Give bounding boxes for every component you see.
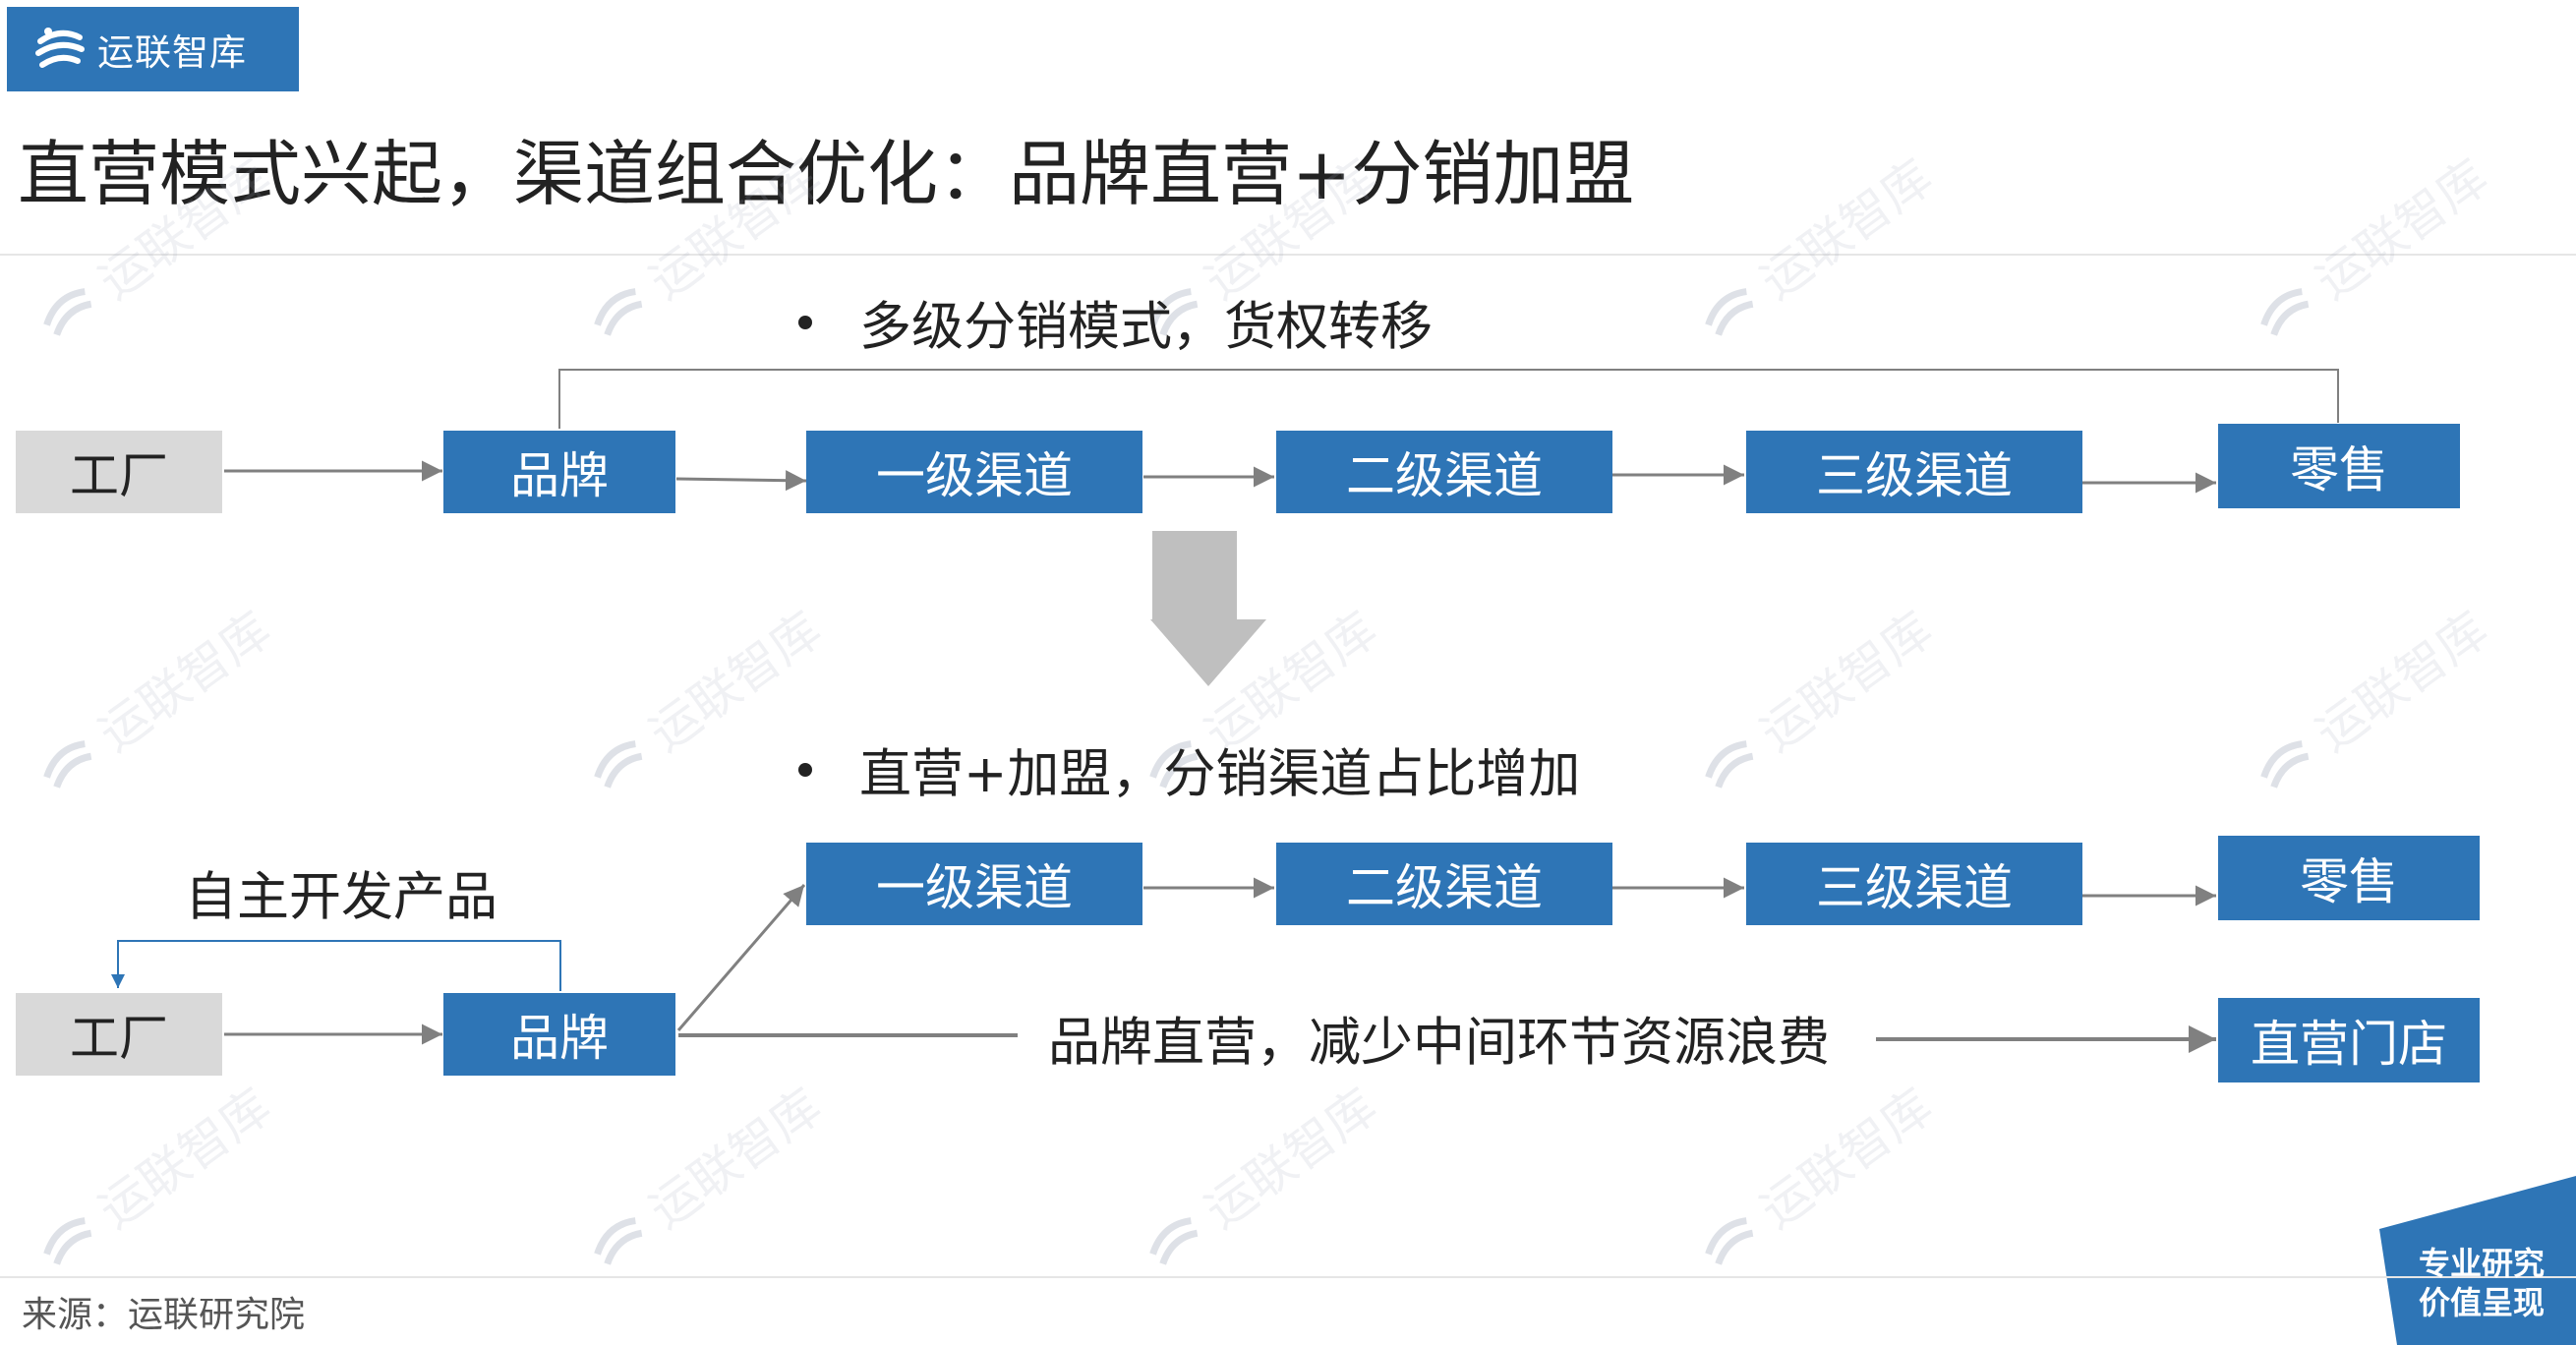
watermark: 运联智库 [19,140,283,359]
watermark-icon [594,1217,643,1265]
watermark-icon [1705,288,1754,336]
bottom-channel1-box: 一级渠道 [806,843,1142,925]
watermark-icon [1149,740,1199,789]
watermark-icon [43,288,92,336]
watermark: 运联智库 [1125,1069,1389,1288]
watermark-icon [2260,740,2310,789]
watermark: 运联智库 [569,140,834,359]
watermark: 运联智库 [1680,140,1945,359]
bottom-channel2-box: 二级渠道 [1276,843,1612,925]
logo-text: 运联智库 [97,31,247,74]
watermark-icon [1149,288,1199,336]
footer-divider [0,1276,2576,1278]
self-dev-loop [111,940,561,991]
direct-store-box: 直营门店 [2218,998,2480,1082]
bottom-factory-box: 工厂 [16,993,222,1076]
bullet-dot [798,763,812,777]
watermark-icon [594,288,643,336]
top-bullet: 多级分销模式，货权转移 [798,285,1433,360]
watermark-icon [1705,1217,1754,1265]
watermark: 运联智库 [2236,592,2500,811]
bottom-retail-box: 零售 [2218,836,2480,920]
watermark-icon [1705,740,1754,789]
top-factory-box: 工厂 [16,431,222,513]
watermark: 运联智库 [19,592,283,811]
watermark-icon [43,740,92,789]
page-title: 直营模式兴起，渠道组合优化：品牌直营+分销加盟 [18,133,1635,215]
self-dev-label: 自主开发产品 [185,867,498,927]
badge-line1: 专业研究 [2418,1245,2545,1282]
top-channel2-box: 二级渠道 [1276,431,1612,513]
watermark: 运联智库 [1680,1069,1945,1288]
watermark: 运联智库 [1680,592,1945,811]
transition-down-arrow [1150,531,1266,686]
logo-swirl-icon [35,28,85,68]
watermark: 运联智库 [1125,140,1389,359]
bottom-brand-box: 品牌 [443,993,675,1076]
arrow-brand-channel1-2 [676,884,806,1031]
watermark-icon [594,740,643,789]
logo: 运联智库 [7,7,299,91]
watermark: 运联智库 [2236,140,2500,359]
bullet-dot [798,316,812,329]
top-retail-box: 零售 [2218,424,2460,508]
watermark: 运联智库 [1125,592,1389,811]
watermark: 运联智库 [19,1069,283,1288]
top-bullet-text: 多级分销模式，货权转移 [859,297,1433,357]
top-channel3-box: 三级渠道 [1746,431,2082,513]
badge-line2: 价值呈现 [2418,1284,2545,1321]
watermark-icon [43,1217,92,1265]
bottom-channel3-box: 三级渠道 [1746,843,2082,925]
ownership-transfer-bracket [558,369,2339,429]
title-divider [0,254,2576,256]
source-note: 来源：运联研究院 [22,1295,306,1335]
slogan-badge: 专业研究 价值呈现 [2379,1221,2576,1345]
watermark: 运联智库 [569,1069,834,1288]
arrow-brand-channel1 [675,470,807,492]
bottom-bullet: 直营+加盟，分销渠道占比增加 [798,732,1580,807]
bottom-bullet-text: 直营+加盟，分销渠道占比增加 [859,744,1581,804]
watermark: 运联智库 [569,592,834,811]
watermark-icon [1149,1217,1199,1265]
watermark-icon [2260,288,2310,336]
badge-bg [2379,1176,2576,1345]
top-channel1-box: 一级渠道 [806,431,1142,513]
direct-note: 品牌直营，减少中间环节资源浪费 [1048,1013,1830,1073]
top-brand-box: 品牌 [443,431,675,513]
